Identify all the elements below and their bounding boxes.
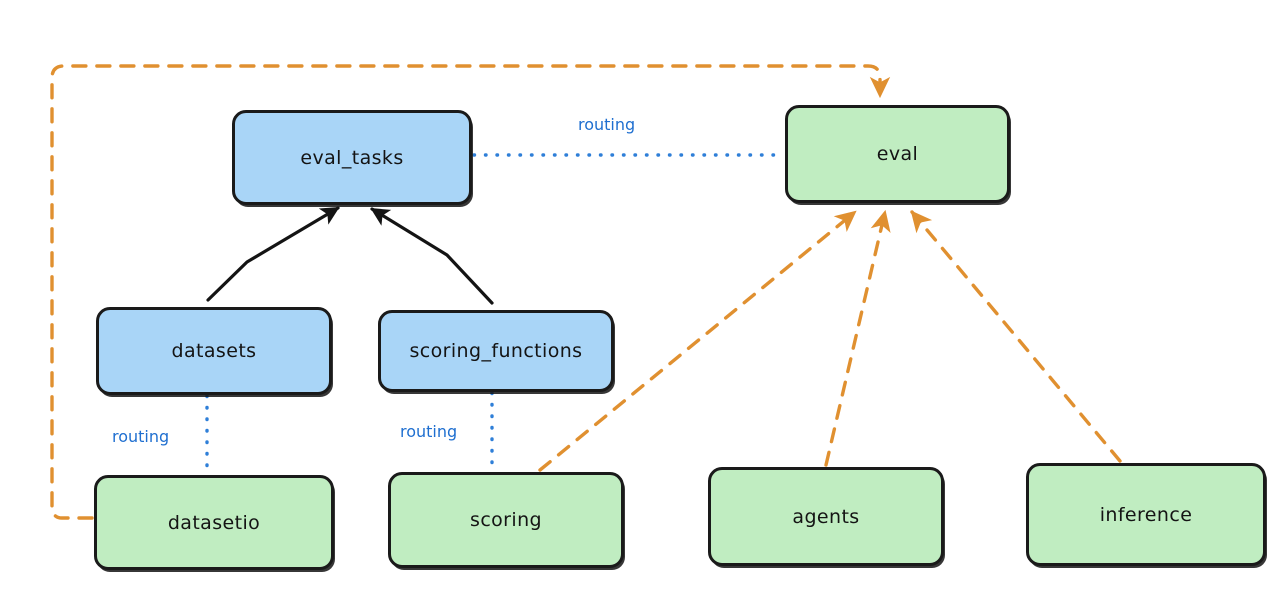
node-label-scoring: scoring (470, 509, 542, 531)
edge-label-routing-eval-tasks-eval: routing (578, 115, 636, 134)
node-eval[interactable]: eval (785, 105, 1010, 203)
edge-agents-to-eval (824, 209, 891, 467)
edge-datasets-to-eval-tasks (206, 206, 340, 302)
edge-inference-to-eval (910, 210, 1122, 463)
edge-datasetio-to-eval (50, 64, 891, 520)
node-datasets[interactable]: datasets (96, 307, 332, 395)
edge-scoring-functions-to-eval-tasks (370, 207, 494, 305)
edge-label-routing-datasets-datasetio: routing (112, 427, 170, 446)
node-label-inference: inference (1099, 503, 1193, 526)
node-label-agents: agents (792, 505, 860, 528)
edge-label-routing-scoring-functions-scoring: routing (400, 422, 458, 441)
node-agents[interactable]: agents (708, 467, 944, 566)
node-label-scoring-functions: scoring_functions (409, 340, 583, 362)
node-scoring-functions[interactable]: scoring_functions (378, 310, 614, 392)
node-eval-tasks[interactable]: eval_tasks (232, 110, 472, 205)
node-scoring[interactable]: scoring (388, 472, 624, 568)
node-label-eval: eval (876, 143, 919, 165)
node-label-eval-tasks: eval_tasks (300, 146, 404, 169)
edge-scoring-to-eval (538, 210, 857, 472)
node-label-datasets: datasets (171, 340, 257, 362)
node-label-datasetio: datasetio (167, 511, 261, 534)
node-inference[interactable]: inference (1026, 463, 1266, 566)
node-datasetio[interactable]: datasetio (94, 475, 334, 570)
